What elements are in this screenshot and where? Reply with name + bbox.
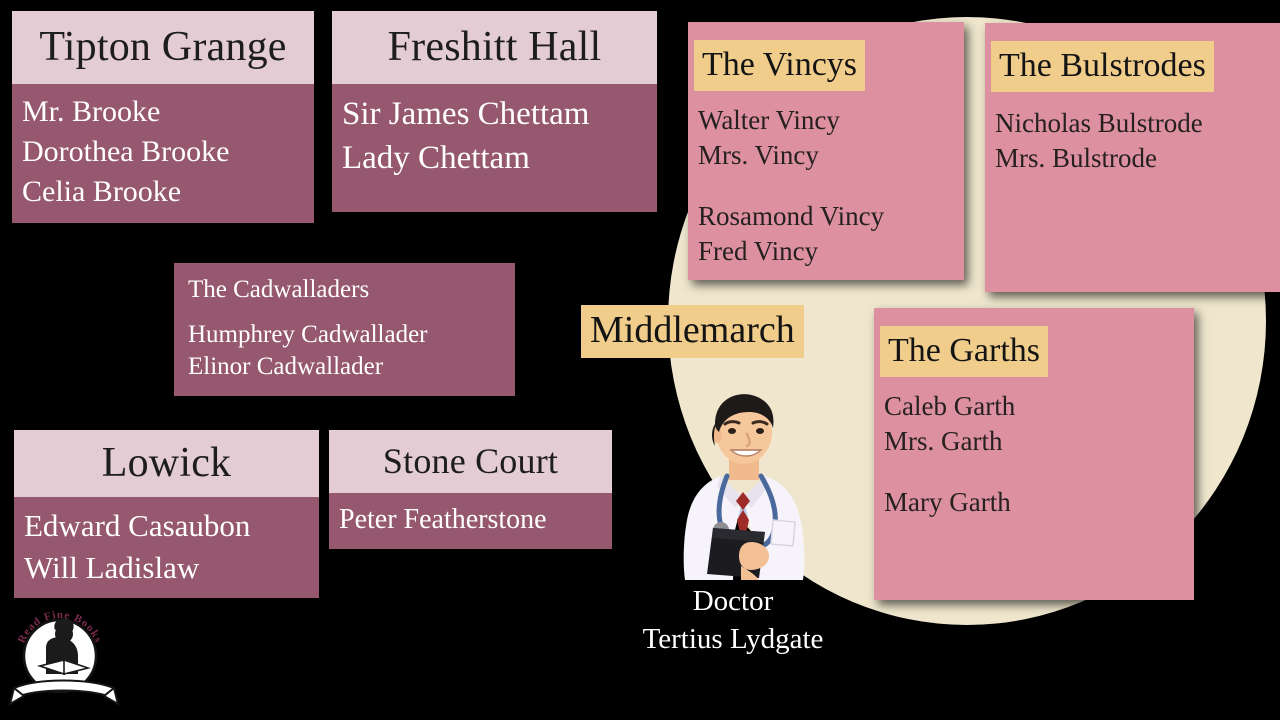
family-generation-one: Caleb Garth Mrs. Garth (874, 377, 1194, 459)
family-card-the-vincys[interactable]: The Vincys Walter Vincy Mrs. Vincy Rosam… (688, 22, 964, 280)
estate-people: Sir James Chettam Lady Chettam (332, 84, 657, 212)
family-title: The Vincys (694, 40, 866, 91)
estate-card-tipton-grange[interactable]: Tipton Grange Mr. Brooke Dorothea Brooke… (12, 11, 314, 235)
person-name: Peter Featherstone (339, 504, 547, 535)
family-people: Humphrey Cadwallader Elinor Cadwallader (188, 305, 501, 383)
estate-title: Stone Court (329, 430, 612, 493)
person-name: Nicholas Bulstrode (995, 108, 1203, 138)
person-name: Edward Casaubon (24, 508, 251, 543)
estate-people: Edward Casaubon Will Ladislaw (14, 497, 319, 599)
family-title: The Garths (880, 326, 1049, 377)
estate-card-stone-court[interactable]: Stone Court Peter Featherstone (329, 430, 612, 615)
person-name: Celia Brooke (22, 175, 182, 209)
person-name: Mr. Brooke (22, 95, 161, 128)
estate-card-lowick[interactable]: Lowick Edward Casaubon Will Ladislaw (14, 430, 319, 617)
family-title: The Bulstrodes (991, 41, 1214, 92)
person-name: Mrs. Bulstrode (995, 143, 1157, 174)
family-card-the-garths[interactable]: The Garths Caleb Garth Mrs. Garth Mary G… (874, 308, 1194, 600)
person-name: Will Ladislaw (24, 549, 200, 585)
person-name: Sir James Chettam (342, 96, 590, 132)
family-generation-one: Walter Vincy Mrs. Vincy (688, 91, 964, 173)
person-name: Humphrey Cadwallader (188, 321, 428, 348)
doctor-caption: Doctor Tertius Lydgate (600, 582, 866, 659)
person-name: Mary Garth (884, 487, 1011, 518)
family-card-the-bulstrodes[interactable]: The Bulstrodes Nicholas Bulstrode Mrs. B… (985, 23, 1280, 292)
family-title: The Cadwalladers (188, 276, 370, 303)
person-name: Lady Chettam (342, 140, 530, 177)
place-label-middlemarch: Middlemarch (581, 305, 804, 358)
person-name: Mrs. Garth (884, 426, 1003, 457)
family-generation-two: Mary Garth (874, 459, 1194, 520)
person-name: Elinor Cadwallader (188, 353, 384, 380)
estate-title: Freshitt Hall (332, 11, 657, 84)
person-name: Rosamond Vincy (698, 201, 885, 232)
family-generation-two: Rosamond Vincy Fred Vincy (688, 173, 964, 269)
person-name: Caleb Garth (884, 391, 1016, 421)
read-fine-books-logo[interactable]: Read Fine Books (8, 604, 120, 708)
person-name: Walter Vincy (698, 105, 840, 135)
estate-title: Tipton Grange (12, 11, 314, 84)
doctor-role: Doctor (692, 585, 774, 617)
estate-people: Peter Featherstone (329, 493, 612, 549)
doctor-illustration (655, 380, 830, 580)
estate-people: Mr. Brooke Dorothea Brooke Celia Brooke (12, 84, 314, 223)
estate-title: Lowick (14, 430, 319, 497)
family-panel-the-cadwalladers[interactable]: The Cadwalladers Humphrey Cadwallader El… (174, 263, 515, 396)
estate-card-freshitt-hall[interactable]: Freshitt Hall Sir James Chettam Lady Che… (332, 11, 657, 223)
person-name: Dorothea Brooke (22, 135, 230, 169)
family-generation-one: Nicholas Bulstrode Mrs. Bulstrode (985, 92, 1280, 176)
person-name: Fred Vincy (698, 236, 819, 267)
person-name: Mrs. Vincy (698, 140, 819, 171)
doctor-name: Tertius Lydgate (642, 623, 824, 656)
